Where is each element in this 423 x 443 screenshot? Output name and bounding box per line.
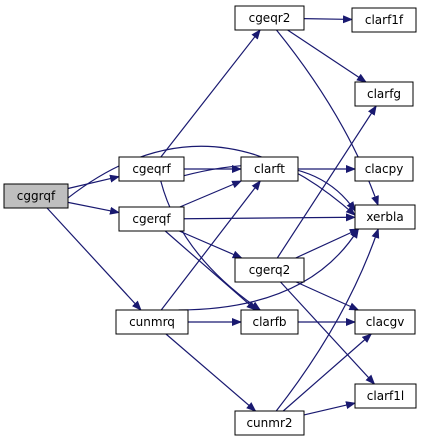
node-box-xerbla	[354, 204, 416, 230]
edge-cunmrq-to-xerbla	[178, 228, 359, 311]
node-box-clarf1f	[351, 7, 417, 33]
node-label-clacgv: clacgv	[366, 315, 405, 329]
edge-cgerq2-to-clarf1l	[280, 281, 376, 385]
node-label-clacpy: clacpy	[365, 162, 404, 176]
edge-cunmr2-to-clarf1l	[303, 401, 356, 416]
edge-cgeqr2-to-clarfg	[287, 29, 367, 83]
node-label-cggrqf: cggrqf	[17, 189, 56, 203]
node-box-cgerq2	[234, 257, 305, 283]
edge-cgerqf-to-cgerq2	[179, 230, 243, 259]
node-box-cgeqrf	[118, 156, 185, 182]
node-box-clarfg	[354, 81, 414, 107]
edge-cgeqrf-to-clarfb	[160, 180, 262, 311]
node-box-cgeqr2	[234, 5, 305, 31]
node-cunmrq[interactable]: cunmrq	[115, 309, 189, 335]
node-box-clarfb	[240, 309, 299, 335]
node-cgeqr2[interactable]: cgeqr2	[234, 5, 305, 31]
node-xerbla[interactable]: xerbla	[354, 204, 416, 230]
node-clarfg[interactable]: clarfg	[354, 81, 414, 107]
node-cgerq2[interactable]: cgerq2	[234, 257, 305, 283]
node-box-clacgv	[354, 309, 416, 335]
node-label-cgerq2: cgerq2	[249, 263, 291, 277]
node-clarfb[interactable]: clarfb	[240, 309, 299, 335]
node-box-clarf1l	[354, 383, 417, 409]
edge-cgerqf-to-clarft	[179, 180, 243, 208]
node-cunmr2[interactable]: cunmr2	[234, 410, 305, 436]
node-clarf1l[interactable]: clarf1l	[354, 383, 417, 409]
node-label-clarf1l: clarf1l	[367, 389, 404, 403]
node-label-cunmr2: cunmr2	[246, 416, 292, 430]
edge-cggrqf-to-xerbla	[67, 145, 356, 216]
edge-cgeqr2-to-clarf1f	[303, 15, 353, 24]
edge-cgerq2-to-clarfg	[276, 105, 377, 259]
node-clarf1f[interactable]: clarf1f	[351, 7, 417, 33]
node-clacgv[interactable]: clacgv	[354, 309, 416, 335]
edge-cgeqr2-to-xerbla	[275, 29, 379, 206]
node-clacpy[interactable]: clacpy	[354, 156, 414, 182]
node-label-cgeqr2: cgeqr2	[249, 11, 291, 25]
edge-cgerqf-to-xerbla	[183, 213, 356, 222]
node-box-clacpy	[354, 156, 414, 182]
node-box-clarft	[240, 156, 299, 182]
node-box-cgerqf	[118, 206, 185, 232]
edge-cgerqf-to-clarfb	[164, 230, 257, 311]
node-label-cgerqf: cgerqf	[132, 212, 171, 226]
node-box-cggrqf	[3, 183, 69, 209]
node-label-clarf1f: clarf1f	[365, 13, 404, 27]
node-label-xerbla: xerbla	[366, 210, 403, 224]
node-label-cgeqrf: cgeqrf	[132, 162, 171, 176]
edge-cunmr2-to-xerbla	[275, 228, 380, 412]
edge-cggrqf-to-cunmrq	[46, 207, 142, 311]
nodes: cggrqf cgeqrf cgerqf cunmrq cgeqr2 clarft cger…	[3, 5, 417, 436]
node-label-clarfg: clarfg	[367, 87, 401, 101]
node-clarft[interactable]: clarft	[240, 156, 299, 182]
node-box-cunmr2	[234, 410, 305, 436]
edge-cunmr2-to-clacgv	[282, 333, 373, 412]
node-label-cunmrq: cunmrq	[129, 315, 175, 329]
edge-cggrqf-to-cgerqf	[67, 201, 120, 215]
node-box-cunmrq	[115, 309, 189, 335]
edge-cggrqf-to-cgeqrf	[67, 174, 120, 190]
node-label-clarft: clarft	[254, 162, 285, 176]
edges	[46, 15, 380, 416]
node-cgeqrf[interactable]: cgeqrf	[118, 156, 185, 182]
edge-cunmrq-to-cunmr2	[165, 333, 257, 412]
edge-cgeqrf-to-cgeqr2	[160, 29, 261, 158]
edge-cunmrq-to-clarft	[160, 180, 261, 311]
node-cgerqf[interactable]: cgerqf	[118, 206, 185, 232]
edge-cgerq2-to-clacgv	[295, 281, 360, 311]
node-label-clarfb: clarfb	[252, 315, 286, 329]
edge-cgerq2-to-xerbla	[295, 228, 360, 259]
node-cggrqf[interactable]: cggrqf	[3, 183, 69, 209]
